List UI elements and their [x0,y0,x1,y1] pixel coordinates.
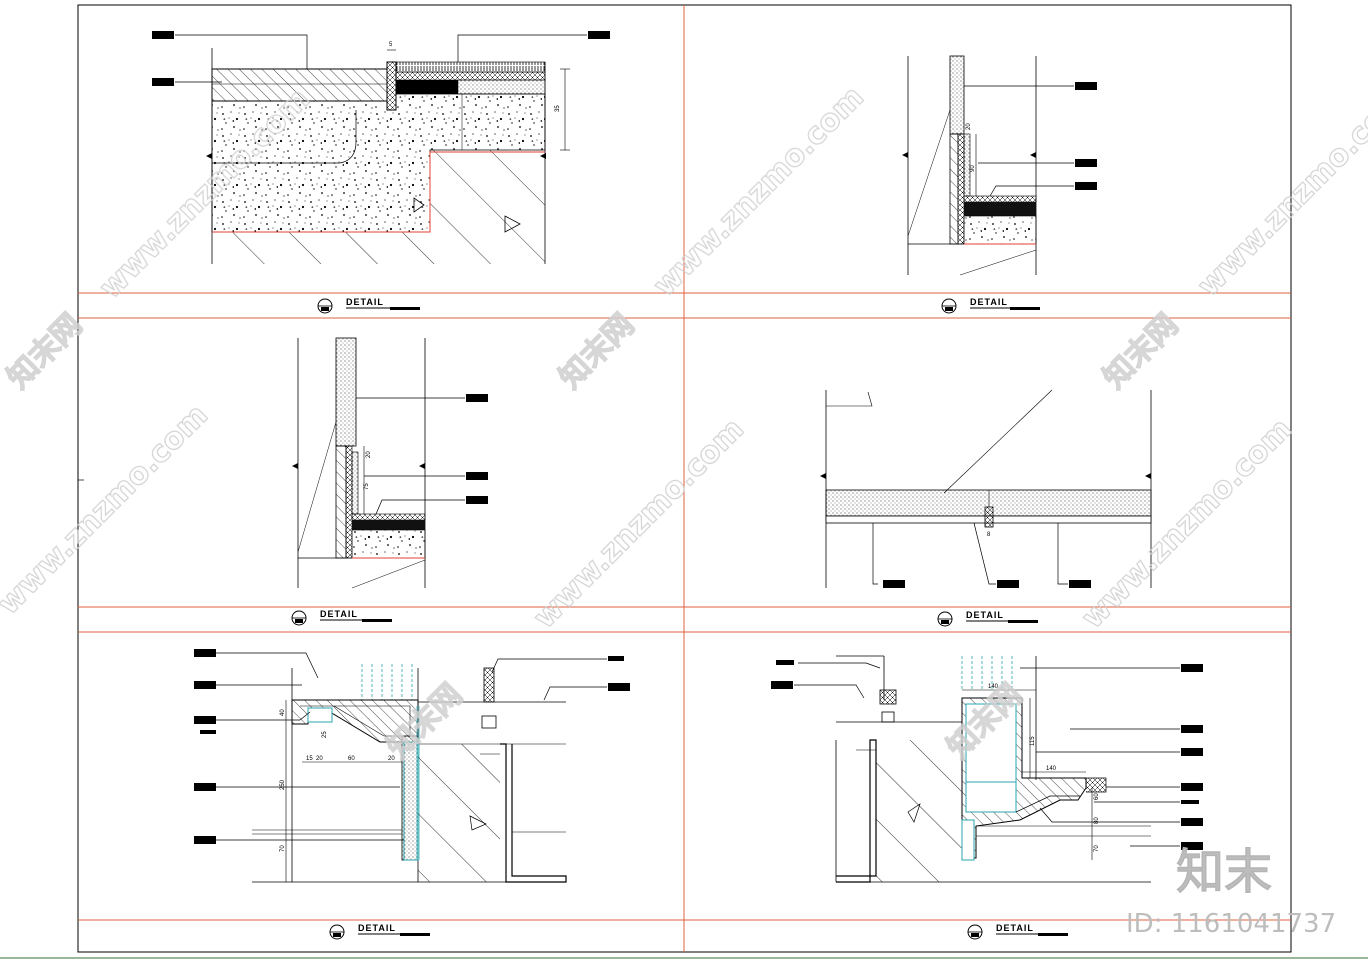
detail-title-text: DETAIL [320,609,358,619]
detail-title-2: DETAIL [941,297,1040,314]
dim-p5-5: 250 [280,779,286,790]
dim-p6-4: 80 [1094,817,1100,824]
callout-tag-small [200,730,216,734]
callout-tag [771,681,793,689]
watermark-text: 知末网 [1,307,89,395]
watermark-text: www.znzmo.com [0,398,215,622]
detail-panel-3: 20 75 DETAIL [78,337,488,626]
callout-tag [152,78,174,86]
callout-tag [883,580,905,588]
dim-p2-1: 90 [970,165,976,172]
detail-title-6: DETAIL [967,923,1068,940]
detail-panel-5: 40 250 70 15 20 60 20 25 DETAIL [194,649,630,940]
callout-tag [194,836,216,844]
callout-tag [1181,842,1203,850]
detail-panel-1: 35 5 DETAIL [152,31,610,314]
callout-tag-small [1181,800,1199,804]
detail-title-1: DETAIL [317,297,420,314]
detail-title-text: DETAIL [966,610,1004,620]
brand-logo: 知末 [1175,843,1273,901]
dim-p4-0: 8 [987,532,991,538]
callout-tag [1075,82,1097,90]
detail-title-text: DETAIL [970,297,1008,307]
dim-p5-6: 25 [322,731,328,738]
watermark-text: www.znzmo.com [1191,80,1368,304]
detail-title-5: DETAIL [329,923,430,940]
dim-p5-0: 40 [280,709,286,716]
callout-tag [194,649,216,657]
callout-tag [1181,725,1203,733]
watermark-text: www.znzmo.com [1075,412,1299,636]
callout-tag [194,783,216,791]
detail-title-4: DETAIL [937,610,1038,627]
sheet-frame [0,4,1368,959]
dim-p6-1: 115 [1030,736,1036,746]
callout-tag [466,496,488,504]
dim-p5-3: 60 [348,756,355,762]
dim-p6-2: 140 [1046,766,1057,772]
callout-tag [152,31,174,39]
callout-tag [1075,159,1097,167]
watermark-text: www.znzmo.com [647,80,871,304]
callout-tag [1075,182,1097,190]
watermark-text: 知末网 [1097,307,1185,395]
brand-logo-text: 知末 [1176,844,1272,900]
callout-tag [588,31,610,39]
detail-title-text: DETAIL [346,297,384,307]
dim-p6-3: 60 [1094,793,1100,800]
callout-tag [1181,783,1203,791]
callout-tag [997,580,1019,588]
dim-p5-7: 70 [280,845,286,852]
detail-title-text: DETAIL [996,923,1034,933]
callout-tag [1181,664,1203,672]
callout-tag [194,681,216,689]
dim-p2-0: 20 [966,123,972,130]
detail-panel-6: 140 115 140 60 80 70 DETAIL [771,655,1203,940]
dim-p5-2: 15 [306,756,313,762]
detail-panel-2: 20 90 DETAIL [902,55,1097,314]
callout-tag-small [608,656,624,661]
dim-p5-1: 20 [316,756,323,762]
callout-tag [466,394,488,402]
detail-title-text: DETAIL [358,923,396,933]
callout-tag [1181,748,1203,756]
dim-p1-0: 5 [389,42,393,48]
dim-p3-0: 20 [366,451,372,458]
dim-p3-1: 75 [364,483,370,490]
dim-p6-0: 140 [988,684,999,690]
callout-tag [1181,818,1203,826]
dim-p5-4: 20 [388,756,395,762]
callout-tag [1069,580,1091,588]
callout-tag [608,683,630,691]
image-id-label: ID: 1161041737 [1126,909,1336,939]
dim-p1-1: 35 [555,105,561,112]
watermark-text: 知末网 [553,307,641,395]
callout-tag [194,716,216,724]
callout-tag [466,472,488,480]
dim-p6-5: 70 [1094,845,1100,852]
detail-title-3: DETAIL [291,609,392,626]
watermark-text: www.znzmo.com [527,412,751,636]
detail-panel-4: 8 DETAIL [820,389,1152,627]
callout-tag-small [776,660,794,665]
